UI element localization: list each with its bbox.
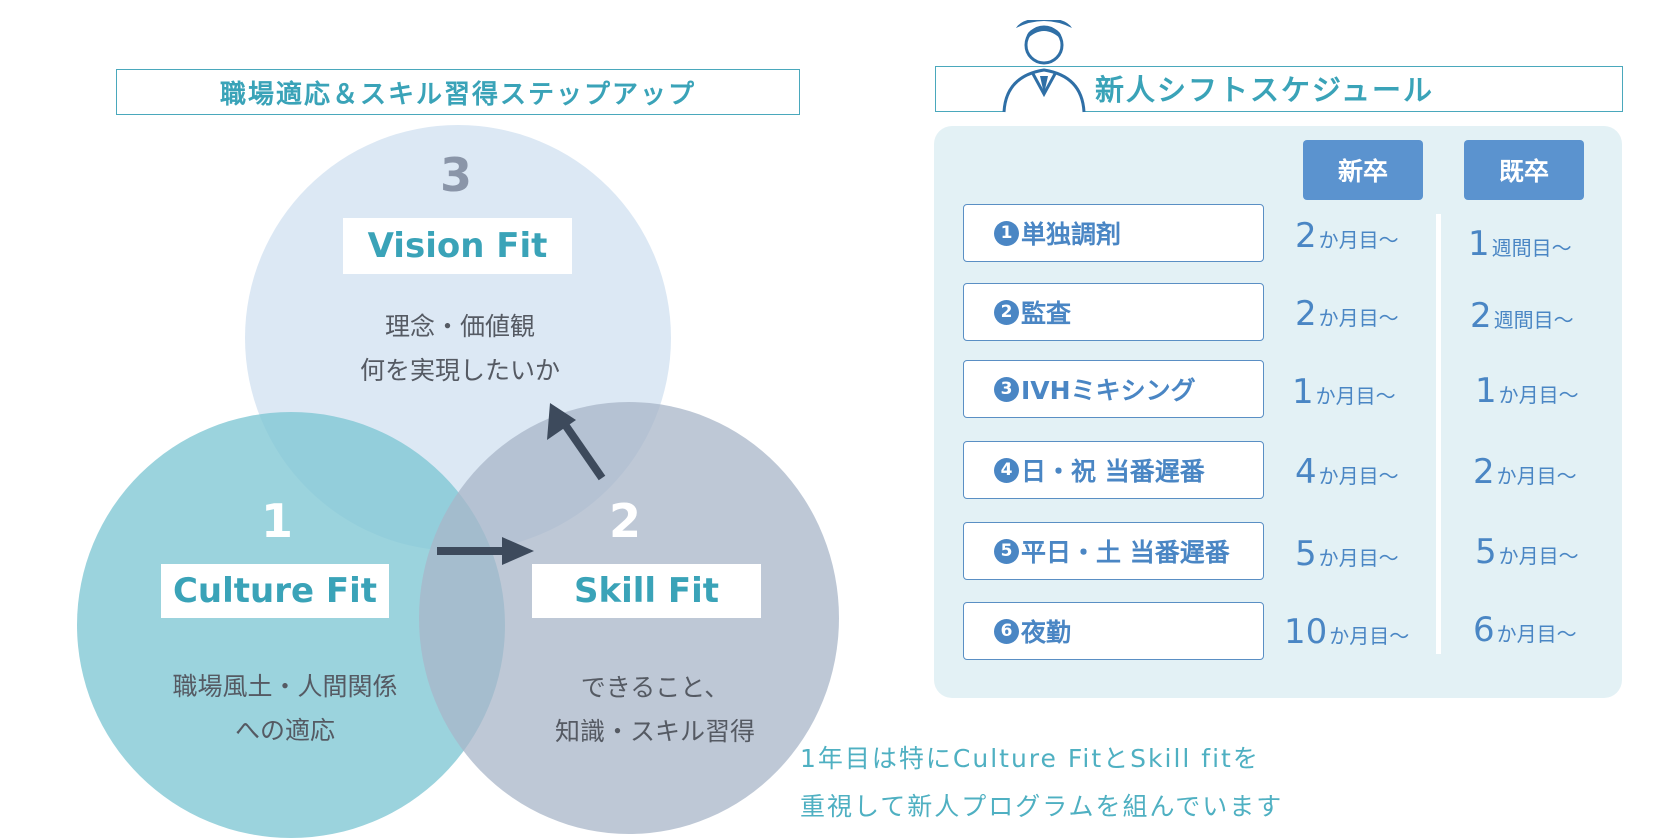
period-unit: か月目～ [1498, 544, 1579, 568]
period-number: 2 [1473, 452, 1495, 492]
period-unit: か月目～ [1318, 228, 1399, 252]
period-unit: 週間目～ [1491, 236, 1572, 260]
vision-fit-label: Vision Fit [343, 218, 572, 274]
task-name: 単独調剤 [1021, 220, 1122, 249]
period-unit: か月目～ [1315, 384, 1396, 408]
number-badge-icon: 2 [994, 299, 1019, 325]
period-number: 4 [1295, 452, 1317, 492]
task-label: 6 夜勤 [963, 602, 1264, 660]
task-name: 日・祝 当番遅番 [1021, 457, 1205, 486]
program-note-line: 1年目は特にCulture FitとSkill fitを [800, 744, 1260, 773]
skill-fit-desc-line: 知識・スキル習得 [554, 717, 755, 746]
number-badge-icon: 4 [994, 457, 1019, 483]
column-header-new-grad: 新卒 [1303, 140, 1423, 200]
skill-fit-circle [419, 402, 839, 834]
period-unit: 週間目～ [1493, 308, 1574, 332]
number-badge-icon: 1 [994, 220, 1019, 246]
period-unit: か月目～ [1496, 464, 1577, 488]
task-label: 5 平日・土 当番遅番 [963, 522, 1264, 580]
vision-fit-description: 理念・価値観 何を実現したいか [300, 305, 620, 393]
period-unit: か月目～ [1329, 624, 1410, 648]
period-unit: か月目～ [1318, 546, 1399, 570]
period-number: 1 [1475, 371, 1497, 411]
period-number: 10 [1284, 612, 1328, 652]
column-header-experienced: 既卒 [1464, 140, 1584, 200]
culture-fit-label: Culture Fit [161, 564, 389, 618]
schedule-title-frame [935, 66, 1623, 112]
skill-fit-description: できること、 知識・スキル習得 [510, 666, 800, 754]
task-name: 監査 [1021, 299, 1072, 328]
culture-fit-description: 職場風土・人間関係 への適応 [140, 665, 430, 753]
skill-fit-desc-line: できること、 [580, 673, 730, 702]
period-number: 5 [1475, 532, 1497, 572]
culture-fit-desc-line: 職場風土・人間関係 [172, 672, 398, 701]
task-name: 平日・土 当番遅番 [1021, 538, 1230, 567]
vision-fit-number: 3 [439, 148, 472, 202]
period-unit: か月目～ [1498, 383, 1579, 407]
period-number: 1 [1468, 224, 1490, 264]
period-unit: か月目～ [1496, 622, 1577, 646]
task-label: 1 単独調剤 [963, 204, 1264, 262]
culture-fit-desc-line: への適応 [234, 716, 335, 745]
venn-title: 職場適応＆スキル習得ステップアップ [116, 69, 800, 115]
period-number: 1 [1292, 372, 1314, 412]
number-badge-icon: 6 [994, 618, 1019, 644]
period-number: 2 [1295, 294, 1317, 334]
program-note-line: 重視して新人プログラムを組んでいます [800, 792, 1284, 821]
task-label: 4 日・祝 当番遅番 [963, 441, 1264, 499]
task-name: IVHミキシング [1021, 376, 1196, 405]
period-number: 5 [1295, 534, 1317, 574]
arrow-up-left-icon [547, 403, 606, 481]
period-number: 2 [1295, 216, 1317, 256]
vision-fit-desc-line: 何を実現したいか [359, 356, 560, 385]
schedule-title: 新人シフトスケジュール [1095, 73, 1434, 107]
arrow-right-icon [437, 537, 534, 565]
period-number: 2 [1470, 296, 1492, 336]
skill-fit-label: Skill Fit [532, 564, 761, 618]
culture-fit-number: 1 [260, 494, 293, 548]
vision-fit-desc-line: 理念・価値観 [384, 312, 535, 341]
period-unit: か月目～ [1318, 306, 1399, 330]
period-unit: か月目～ [1318, 464, 1399, 488]
number-badge-icon: 5 [994, 538, 1019, 564]
column-divider [1436, 214, 1441, 654]
skill-fit-number: 2 [608, 494, 641, 548]
period-number: 6 [1473, 610, 1495, 650]
task-name: 夜勤 [1021, 618, 1072, 647]
number-badge-icon: 3 [994, 376, 1019, 402]
person-icon [1000, 18, 1090, 118]
program-note: 1年目は特にCulture FitとSkill fitを 重視して新人プログラム… [800, 735, 1283, 831]
task-label: 3 IVHミキシング [963, 360, 1264, 418]
task-label: 2 監査 [963, 283, 1264, 341]
